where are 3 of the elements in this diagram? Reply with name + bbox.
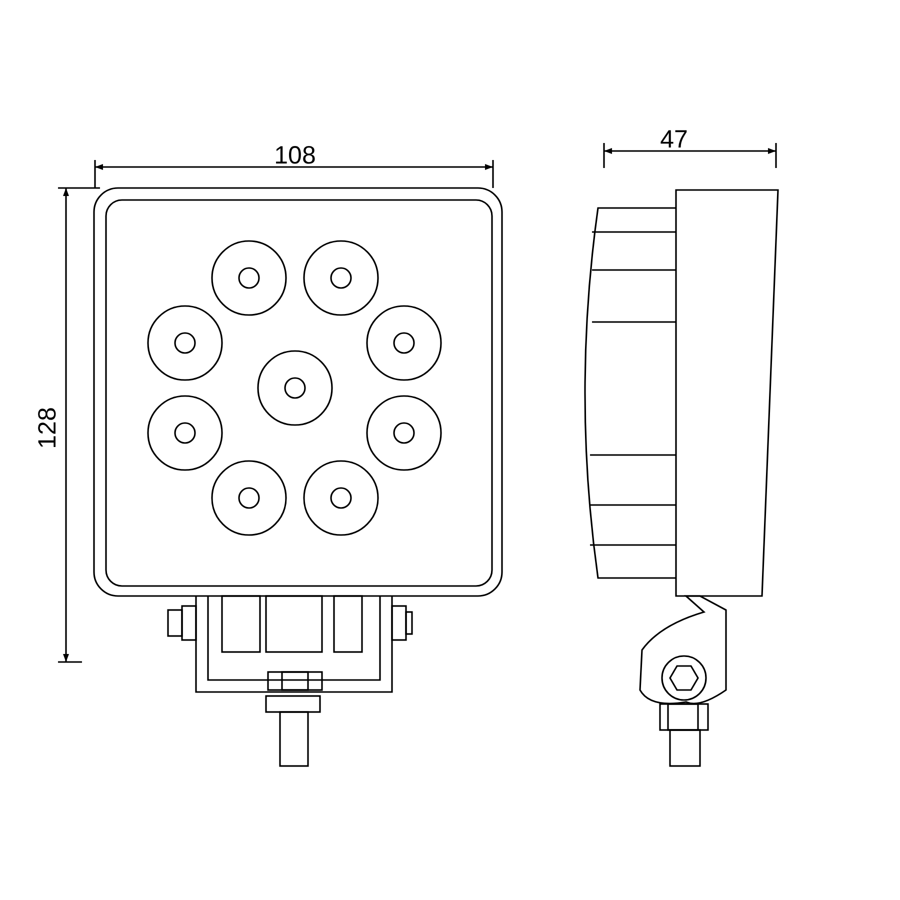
dimension-label: 128	[36, 407, 60, 449]
dimension-label: 47	[660, 128, 688, 152]
dimension-label: 108	[274, 144, 316, 168]
